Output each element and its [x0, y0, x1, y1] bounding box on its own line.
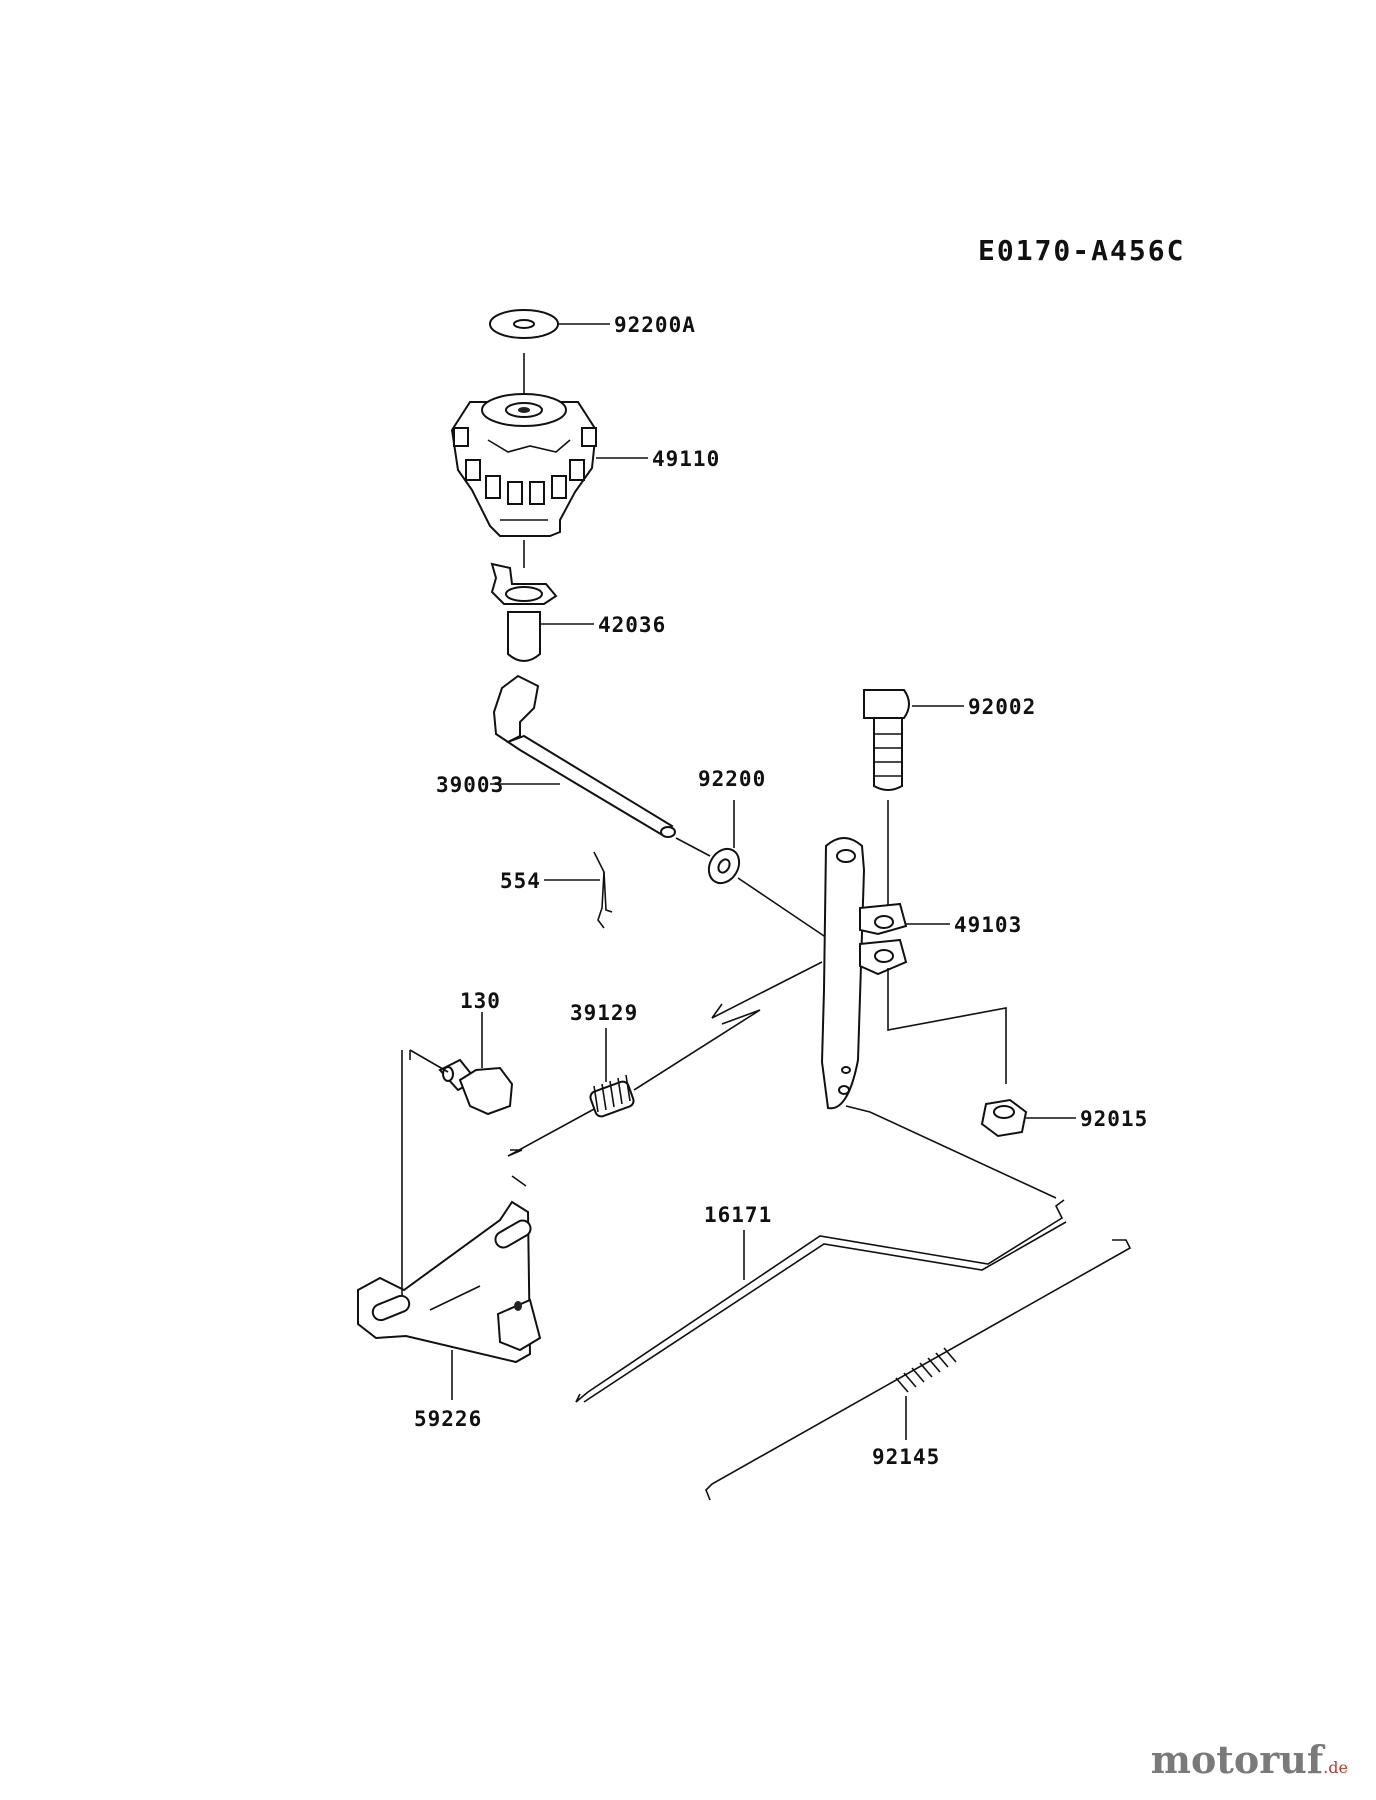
part-49110-governor-gear [450, 393, 648, 568]
part-59226-bracket [357, 1050, 542, 1400]
part-92200A-washer [489, 309, 610, 393]
part-label-39129: 39129 [570, 1001, 638, 1025]
part-label-49110: 49110 [652, 447, 720, 471]
spring-coils [589, 1074, 635, 1118]
part-92145-spring [705, 1239, 1132, 1501]
part-label-59226: 59226 [414, 1407, 482, 1431]
part-130-bolt [409, 1012, 514, 1116]
diagram-code: E0170-A456C [978, 234, 1185, 267]
part-554-cotter-pin [544, 851, 613, 929]
part-92200-washer [707, 800, 831, 941]
part-39129-spring [507, 1009, 761, 1187]
part-39003-shaft [490, 674, 711, 857]
part-label-16171: 16171 [704, 1203, 772, 1227]
part-label-92200: 92200 [698, 767, 766, 791]
part-label-92200A: 92200A [614, 313, 696, 337]
part-label-42036: 42036 [598, 613, 666, 637]
part-label-39003: 39003 [436, 773, 504, 797]
watermark-tld: .de [1323, 1758, 1348, 1777]
part-label-554: 554 [500, 869, 541, 893]
watermark-main: motoruf [1150, 1737, 1324, 1782]
part-label-92002: 92002 [968, 695, 1036, 719]
part-label-130: 130 [460, 989, 501, 1013]
part-49103-governor-lever [711, 837, 1007, 1110]
part-42036-sleeve [490, 562, 594, 662]
spring-coils-92145 [895, 1347, 957, 1393]
part-92002-bolt [863, 689, 964, 906]
part-16171-rod [575, 1105, 1067, 1403]
part-label-92015: 92015 [1080, 1107, 1148, 1131]
part-label-49103: 49103 [954, 913, 1022, 937]
part-label-92145: 92145 [872, 1445, 940, 1469]
part-92015-nut [980, 1098, 1076, 1138]
watermark-logo: motoruf.de [1151, 1737, 1348, 1782]
